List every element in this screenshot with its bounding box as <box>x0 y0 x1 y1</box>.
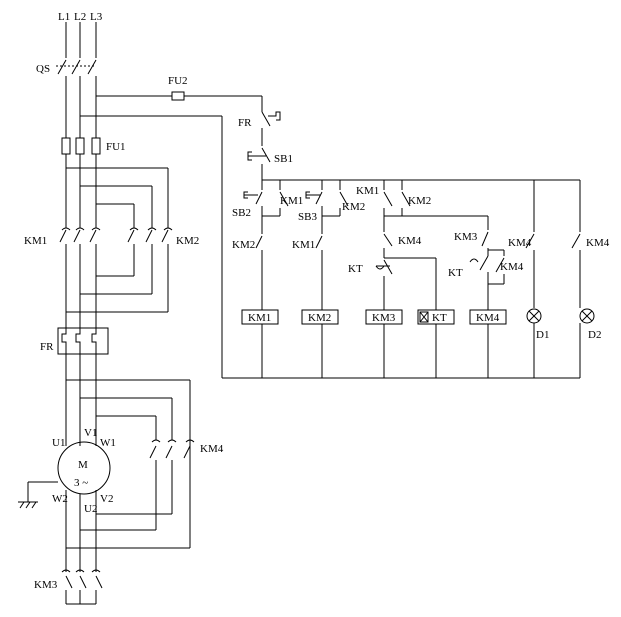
label-fr-control: FR <box>238 117 252 129</box>
label-motor-m: M <box>78 459 88 471</box>
label-coil-km2: KM2 <box>308 312 331 324</box>
label-fr-main: FR <box>40 341 54 353</box>
motor <box>57 441 111 495</box>
label-km4-nc: KM4 <box>398 235 422 247</box>
fr-control-contact <box>261 111 281 127</box>
label-km1-main: KM1 <box>24 235 47 247</box>
label-km4-lamp: KM4 <box>586 237 610 249</box>
label-coil-km3: KM3 <box>372 312 396 324</box>
label-km1-hold: KM1 <box>280 195 303 207</box>
label-u2: U2 <box>84 503 97 515</box>
km1-main-contacts <box>59 227 101 243</box>
label-sb3: SB3 <box>298 211 317 223</box>
label-fu1: FU1 <box>106 141 126 153</box>
label-w1: W1 <box>100 437 116 449</box>
label-v2: V2 <box>100 493 113 505</box>
label-coil-km1: KM1 <box>248 312 271 324</box>
label-motor-phase: 3 ~ <box>74 477 88 489</box>
label-coil-kt: KT <box>432 312 447 324</box>
fr-thermal-relay <box>57 327 109 355</box>
label-d2: D2 <box>588 329 601 341</box>
label-u1: U1 <box>52 437 65 449</box>
label-km4-contact: KM4 <box>508 237 532 249</box>
label-coil-km4: KM4 <box>476 312 500 324</box>
label-l1: L1 <box>58 11 70 23</box>
control-circuit <box>222 111 595 379</box>
label-km3-main: KM3 <box>34 579 58 591</box>
label-fu2: FU2 <box>168 75 188 87</box>
label-km4-right: KM4 <box>500 261 524 273</box>
fu2-fuse <box>171 91 185 101</box>
label-kt-contact-2: KT <box>448 267 463 279</box>
main-circuit <box>18 22 263 605</box>
label-v1: V1 <box>84 427 97 439</box>
km3-main-contacts <box>61 569 103 589</box>
label-qs: QS <box>36 63 50 75</box>
sb1-stop-button <box>247 147 271 163</box>
label-d1: D1 <box>536 329 549 341</box>
label-km3-contact: KM3 <box>454 231 478 243</box>
coil-kt <box>417 309 455 325</box>
ground-symbol <box>18 481 58 509</box>
coil-km1 <box>241 309 279 325</box>
label-km2-interlock: KM2 <box>232 239 255 251</box>
km2-main-contacts <box>127 227 173 243</box>
label-w2: W2 <box>52 493 68 505</box>
fu1-fuses <box>61 137 101 155</box>
coil-km2 <box>301 309 339 325</box>
kt-instant-contact <box>469 255 489 271</box>
lamp-d2 <box>579 308 595 324</box>
label-km2-top: KM2 <box>408 195 431 207</box>
label-km1-interlock: KM1 <box>292 239 315 251</box>
label-km1-top: KM1 <box>356 185 379 197</box>
label-sb1: SB1 <box>274 153 293 165</box>
kt-delay-contact <box>375 259 393 275</box>
label-l3: L3 <box>90 11 103 23</box>
km4-main-contacts <box>149 439 195 459</box>
labels: L1 L2 L3 QS FU2 FU1 KM1 KM2 FR U1 V1 W1 … <box>24 11 610 591</box>
label-km2-main: KM2 <box>176 235 199 247</box>
label-l2: L2 <box>74 11 86 23</box>
qs-switch <box>56 59 97 75</box>
label-km4-main: KM4 <box>200 443 224 455</box>
lamp-d1 <box>526 308 542 324</box>
label-sb2: SB2 <box>232 207 251 219</box>
label-km2-hold: KM2 <box>342 201 365 213</box>
label-kt-contact: KT <box>348 263 363 275</box>
